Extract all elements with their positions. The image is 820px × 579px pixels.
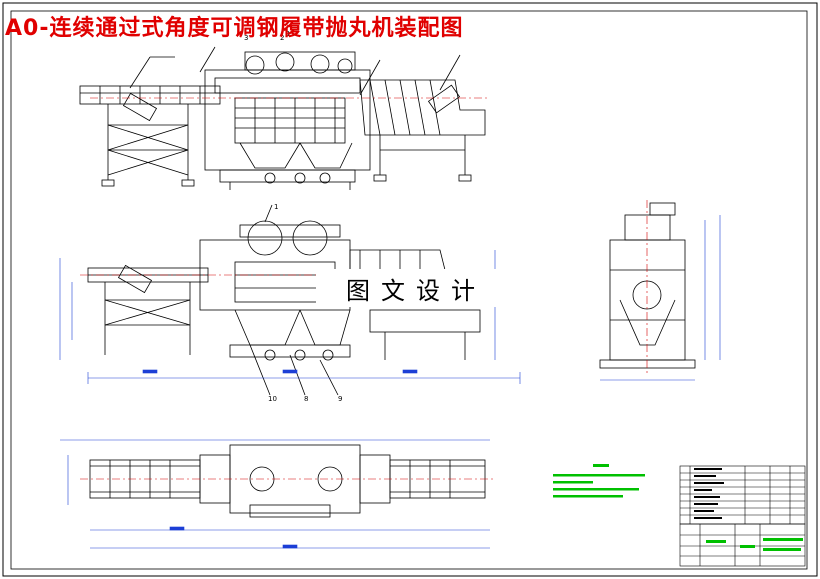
- callout-2: 2: [280, 34, 284, 42]
- callout-10: 10: [268, 395, 277, 403]
- callout-8: 8: [304, 395, 308, 403]
- watermark-box: 图文设计: [316, 269, 516, 307]
- upper-elevation-view: [79, 46, 486, 190]
- inner-border: [10, 10, 808, 570]
- callout-1-front: 1: [274, 203, 278, 211]
- plan-view-dimensions: [60, 439, 490, 549]
- upper-view-callouts: 3 2 1: [244, 30, 290, 42]
- technical-notes: [553, 464, 645, 498]
- callout-1: 1: [286, 30, 290, 38]
- parts-list-table: [679, 465, 806, 525]
- parts-list-entries: [694, 468, 724, 519]
- front-view-dimensions: [59, 215, 721, 384]
- watermark-text: 图文设计: [346, 276, 486, 305]
- callout-3: 3: [244, 34, 248, 42]
- front-view-callouts: 1 10 8 9: [268, 203, 342, 403]
- drawing-title: A0-连续通过式角度可调钢履带抛丸机装配图: [5, 16, 464, 41]
- front-view-centerlines: [80, 200, 648, 375]
- plan-view: [89, 444, 486, 518]
- callout-9: 9: [338, 395, 342, 403]
- title-block-fills: [706, 538, 803, 551]
- title-block: [679, 523, 806, 567]
